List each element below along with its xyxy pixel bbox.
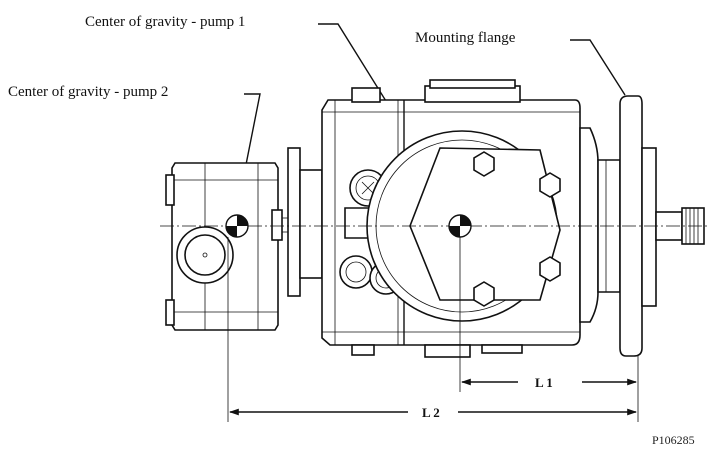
leader-mounting-flange bbox=[570, 39, 626, 96]
label-mounting-flange: Mounting flange bbox=[415, 30, 516, 46]
cog-pump2-symbol bbox=[225, 214, 249, 238]
dimension-l2: L 2 bbox=[229, 405, 637, 420]
mounting-flange bbox=[619, 95, 657, 357]
cog-pump1-symbol bbox=[448, 214, 472, 238]
dimension-l1-label: L 1 bbox=[535, 375, 553, 390]
figure-code: P106285 bbox=[652, 433, 695, 447]
pump2-housing bbox=[165, 162, 279, 331]
neck-coupling bbox=[579, 127, 621, 323]
label-cog-pump2: Center of gravity - pump 2 bbox=[8, 84, 168, 100]
label-cog-pump1: Center of gravity - pump 1 bbox=[85, 14, 245, 30]
dimension-l2-label: L 2 bbox=[422, 405, 440, 420]
pump2-flange bbox=[271, 147, 323, 297]
dimension-l1: L 1 bbox=[461, 375, 637, 390]
pump1-housing bbox=[321, 79, 581, 358]
